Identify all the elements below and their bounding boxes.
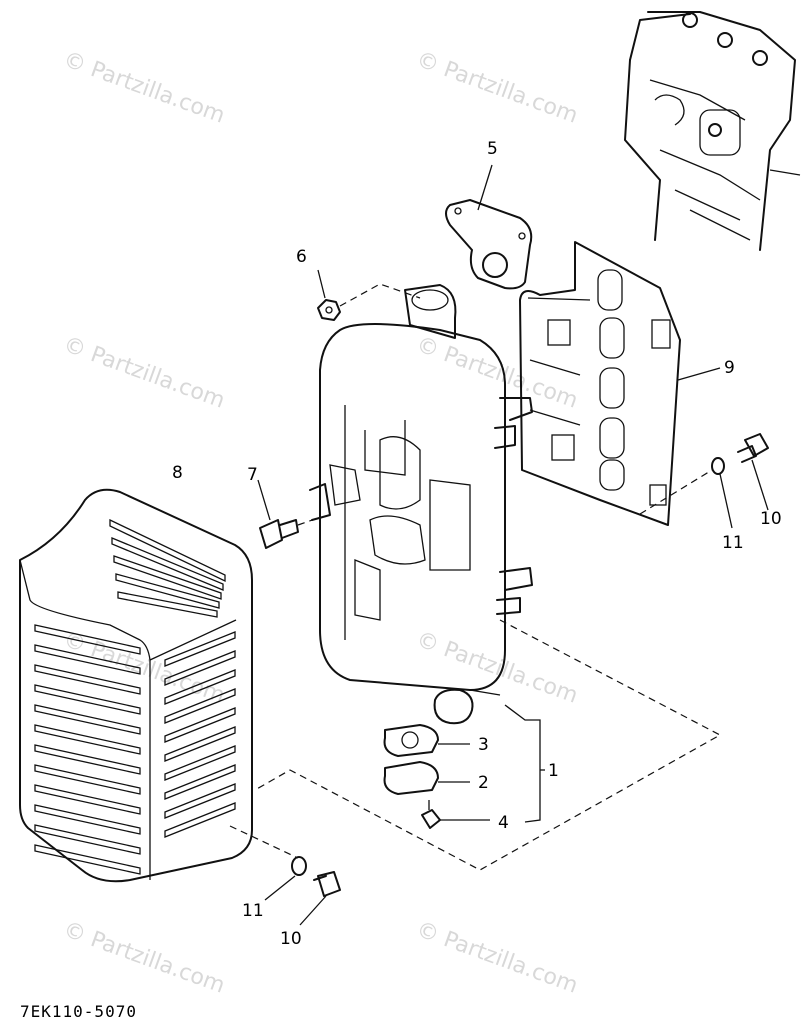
outlet-plate bbox=[383, 761, 470, 795]
callout-2: 2 bbox=[478, 773, 489, 793]
callout-9: 9 bbox=[724, 358, 735, 378]
callout-3: 3 bbox=[478, 735, 489, 755]
callout-1: 1 bbox=[548, 761, 559, 781]
washer bbox=[264, 856, 307, 901]
bolt bbox=[257, 479, 319, 549]
assembly-guide-lines bbox=[254, 619, 722, 871]
engine-block-inset bbox=[624, 11, 801, 251]
vent-slot bbox=[34, 744, 141, 775]
vent-slot bbox=[164, 631, 236, 667]
vent-slot bbox=[34, 764, 141, 795]
callout-11: 11 bbox=[722, 533, 744, 553]
vent-slot bbox=[164, 802, 236, 838]
heat-shield-plate bbox=[519, 241, 721, 526]
callout-4: 4 bbox=[498, 813, 509, 833]
vent-slot bbox=[113, 555, 222, 600]
watermark: © Partzilla.com bbox=[60, 47, 228, 129]
vent-slot bbox=[164, 688, 236, 724]
muffler-body bbox=[309, 284, 533, 725]
flange-gasket bbox=[445, 164, 533, 290]
watermark: © Partzilla.com bbox=[413, 917, 581, 999]
vent-slot bbox=[34, 664, 141, 695]
vent-slot bbox=[164, 783, 236, 819]
vent-slot bbox=[34, 724, 141, 755]
vent-slot bbox=[164, 669, 236, 705]
muffler-protector-cover bbox=[19, 488, 253, 883]
callout-labels: 1 2 3 4 5 6 7 8 9 10 11 10 11 bbox=[172, 139, 782, 949]
callout-7: 7 bbox=[247, 465, 258, 485]
vent-slot bbox=[34, 704, 141, 735]
callout-8: 8 bbox=[172, 463, 183, 483]
callout-10: 10 bbox=[280, 929, 302, 949]
vent-slot bbox=[109, 518, 226, 583]
washer bbox=[639, 457, 733, 529]
watermark: © Partzilla.com bbox=[413, 47, 581, 129]
outlet-gasket bbox=[383, 724, 470, 757]
watermark: © Partzilla.com bbox=[60, 332, 228, 414]
vent-slot bbox=[34, 804, 141, 835]
vent-slot bbox=[111, 537, 224, 591]
bolt bbox=[229, 825, 341, 926]
vent-slot bbox=[34, 844, 141, 875]
vent-slot bbox=[164, 726, 236, 762]
vent-slot bbox=[34, 624, 141, 655]
vent-slot bbox=[34, 684, 141, 715]
vent-slot bbox=[34, 824, 141, 855]
bolt bbox=[421, 800, 490, 829]
vent-slot bbox=[115, 573, 220, 609]
diagram-code: 7EK110-5070 bbox=[20, 1002, 137, 1021]
vent-slot bbox=[164, 764, 236, 800]
vent-slot bbox=[117, 591, 218, 618]
callout-11: 11 bbox=[242, 901, 264, 921]
vent-slot bbox=[164, 745, 236, 781]
vent-slot bbox=[34, 784, 141, 815]
callout-10: 10 bbox=[760, 509, 782, 529]
vent-slot bbox=[164, 707, 236, 743]
bolt bbox=[737, 433, 769, 511]
cover-vent-slots bbox=[34, 518, 236, 875]
watermark: © Partzilla.com bbox=[60, 917, 228, 999]
vent-slot bbox=[164, 650, 236, 686]
vent-slot bbox=[34, 644, 141, 675]
nut bbox=[317, 269, 421, 321]
callout-5: 5 bbox=[487, 139, 498, 159]
callout-6: 6 bbox=[296, 247, 307, 267]
